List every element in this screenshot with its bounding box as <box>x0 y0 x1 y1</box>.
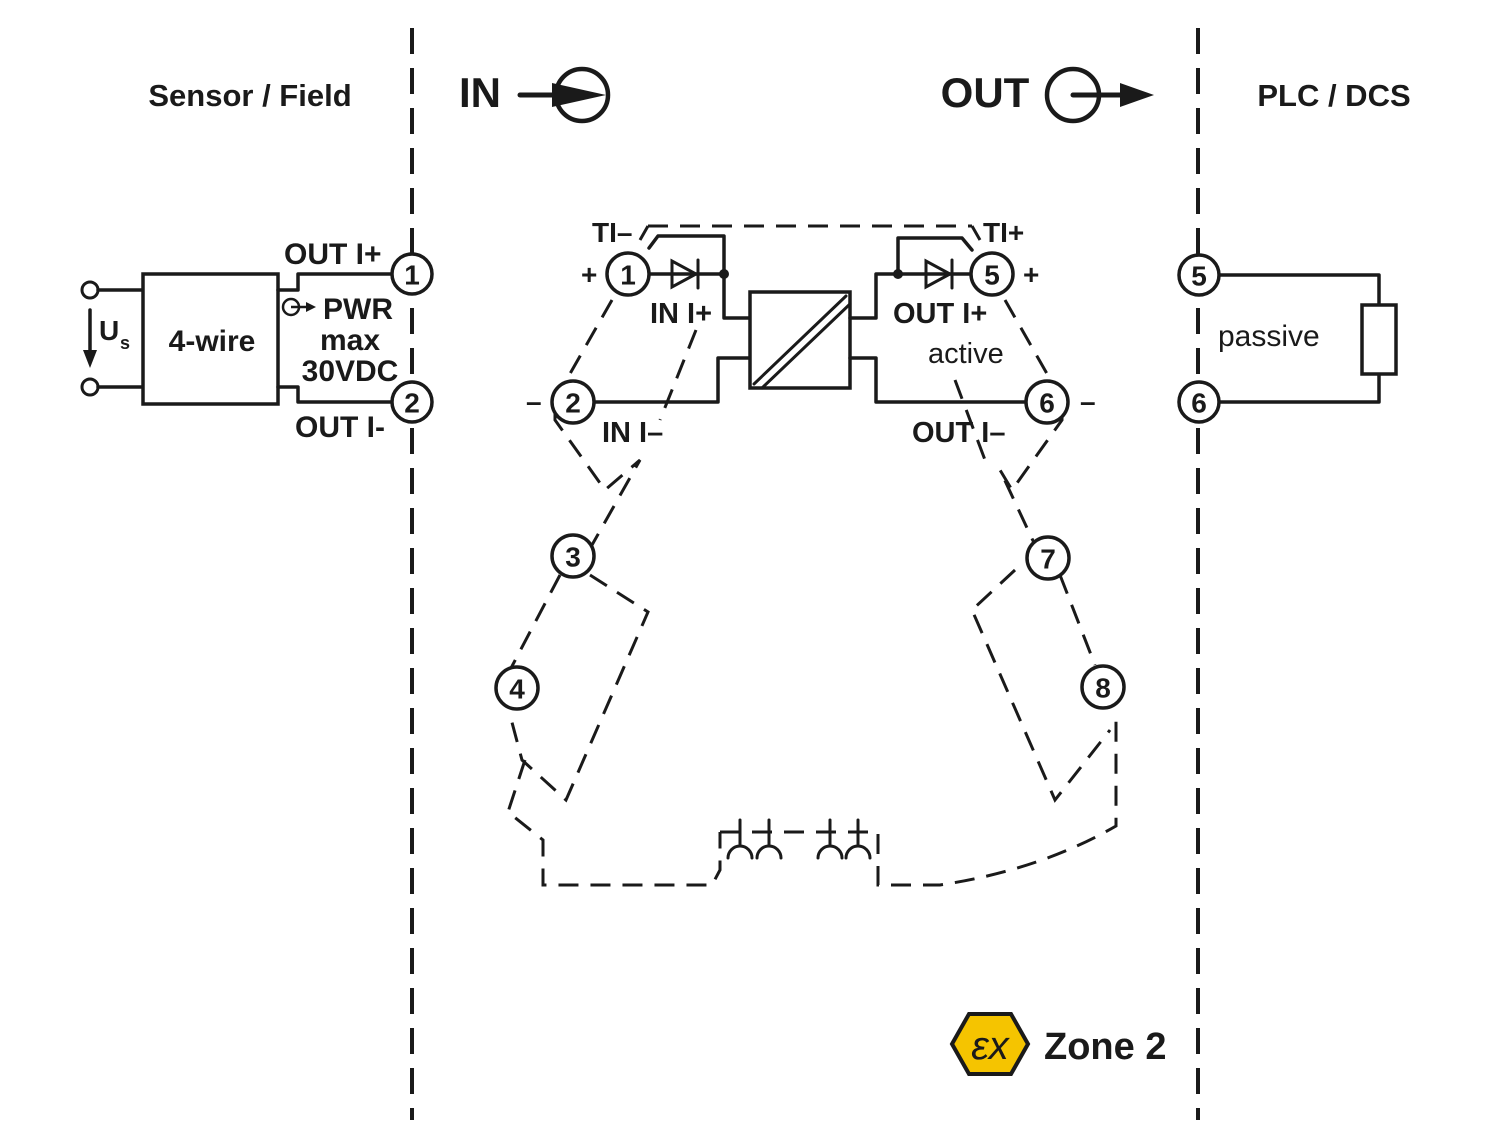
pwr-label: PWR <box>323 293 393 326</box>
module-terminal-7-number: 7 <box>1040 544 1056 575</box>
four-wire-label: 4-wire <box>169 325 256 358</box>
supply-terminal-top <box>80 280 100 300</box>
plc-terminal-6 <box>1177 380 1221 424</box>
module-terminal-5-number: 5 <box>984 260 1000 291</box>
sensor-out-minus-label: OUT I- <box>295 411 385 444</box>
in-plus-sign: + <box>581 259 597 290</box>
module-terminal-1-number: 1 <box>620 260 636 291</box>
plc-terminal-6-number: 6 <box>1191 388 1207 419</box>
plc-plus-wire <box>1217 273 1381 307</box>
plc-device: passive <box>1217 273 1398 404</box>
in-minus-wire <box>592 356 752 404</box>
supply-voltage-label: U <box>99 315 119 346</box>
output-arrow-icon <box>1044 66 1154 124</box>
housing-right-lower-outline <box>970 568 1112 803</box>
plc-terminal-5 <box>1177 253 1221 297</box>
passive-label: passive <box>1218 320 1320 353</box>
plc-minus-wire <box>1217 372 1381 404</box>
supply-voltage-subscript: s <box>120 333 130 353</box>
isolator-module: TI– TI+ + + – – IN I+ IN I– OUT I+ activ… <box>506 217 1118 887</box>
module-terminal-6 <box>1024 379 1070 425</box>
ex-zone-badge: εx Zone 2 <box>949 1012 1166 1076</box>
zone-title-in: IN <box>459 69 501 116</box>
out-minus-sign: – <box>1080 386 1096 417</box>
housing-foot-left <box>506 759 722 887</box>
module-terminal-5 <box>969 251 1015 297</box>
pwr-arrow-icon <box>281 297 316 317</box>
sensor-terminal-1-number: 1 <box>404 260 420 291</box>
module-terminal-3 <box>550 533 596 579</box>
ex-hexagon-icon <box>949 1012 1031 1076</box>
zone-label: Zone 2 <box>1044 1026 1166 1068</box>
housing-foot-right <box>720 720 1118 887</box>
pwr-max-label: max <box>320 324 380 357</box>
module-terminal-2-number: 2 <box>565 388 581 419</box>
in-plus-label: IN I+ <box>650 298 712 330</box>
out-plus-label: OUT I+ <box>893 298 987 330</box>
active-label: active <box>928 338 1004 370</box>
module-terminal-6-number: 6 <box>1039 388 1055 419</box>
ti-minus-label: TI– <box>592 217 632 248</box>
plc-terminal-5-number: 5 <box>1191 261 1207 292</box>
in-plus-wire <box>647 272 752 320</box>
sensor-terminal-2 <box>390 380 434 424</box>
housing-left-upper-outline <box>553 299 642 546</box>
load-resistor-icon <box>1360 303 1398 376</box>
input-diode-icon <box>670 258 700 290</box>
sensor-terminal-1 <box>390 252 434 296</box>
module-terminal-3-number: 3 <box>565 542 581 573</box>
module-terminal-7 <box>1025 535 1071 581</box>
out-minus-label: OUT I– <box>912 417 1005 449</box>
module-terminal-4 <box>494 665 540 711</box>
housing-left-lower-outline <box>508 573 650 803</box>
din-rail-clip-icon <box>726 818 872 860</box>
out-minus-wire <box>848 356 1028 404</box>
input-arrow-icon <box>517 66 611 124</box>
sensor-device: U s 4-wire OUT I+ OUT I- PWR max 30VDC <box>80 238 399 444</box>
ti-plus-wire <box>896 236 974 276</box>
ti-plus-label: TI+ <box>983 217 1024 248</box>
module-terminal-1 <box>605 251 651 297</box>
zone-title-plc: PLC / DCS <box>1257 78 1410 113</box>
module-terminal-4-number: 4 <box>509 674 525 705</box>
module-terminal-8-number: 8 <box>1095 673 1111 704</box>
ex-symbol: εx <box>971 1024 1011 1068</box>
pwr-voltage-label: 30VDC <box>302 355 399 388</box>
module-terminal-2 <box>550 379 596 425</box>
zone-title-sensor: Sensor / Field <box>148 78 351 113</box>
sensor-out-plus-label: OUT I+ <box>284 238 382 271</box>
sensor-terminal-2-number: 2 <box>404 388 420 419</box>
in-minus-label: IN I– <box>602 417 663 449</box>
module-terminal-8 <box>1080 664 1126 710</box>
housing-right-upper-outline <box>998 299 1064 546</box>
zone-title-out: OUT <box>941 69 1030 116</box>
supply-terminal-bottom <box>80 377 100 397</box>
out-plus-sign: + <box>1023 259 1039 290</box>
four-wire-box <box>141 272 280 406</box>
ti-minus-wire <box>647 234 726 276</box>
in-minus-sign: – <box>526 386 542 417</box>
output-diode-icon <box>924 258 954 290</box>
out-plus-wire <box>848 272 972 320</box>
